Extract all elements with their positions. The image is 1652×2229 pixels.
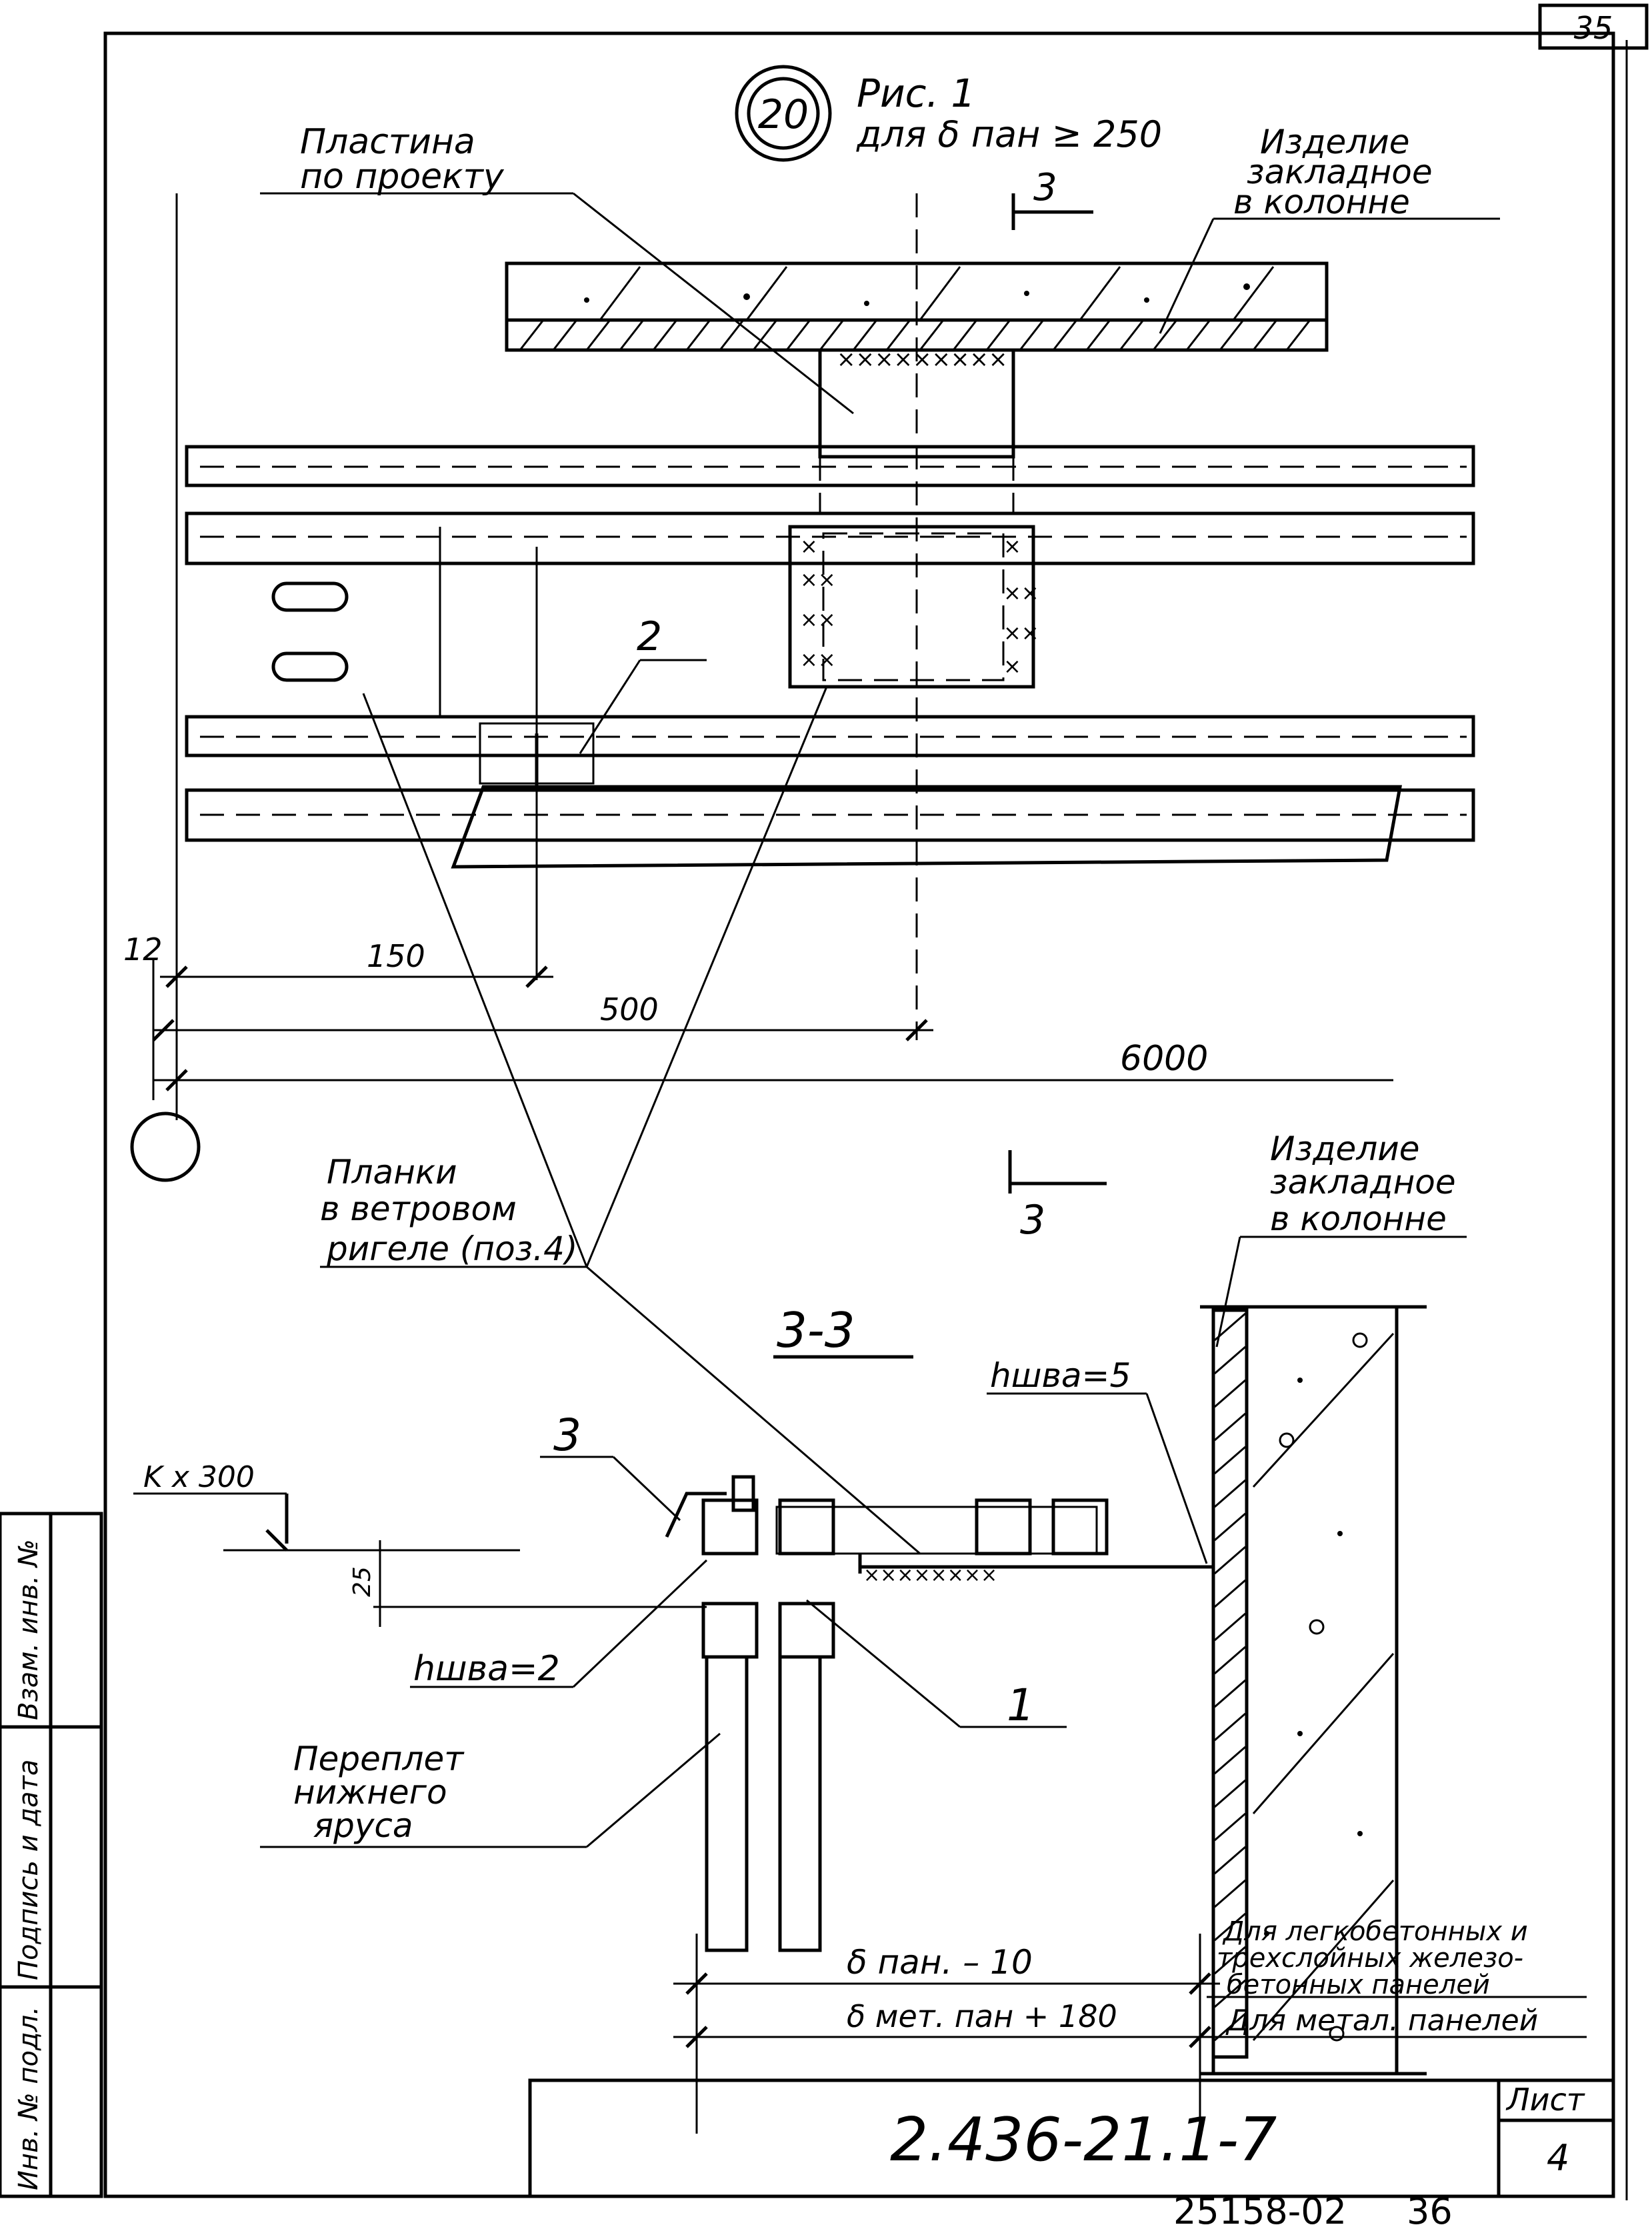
weld-5-label: hшва=5 bbox=[990, 1356, 1131, 1395]
kx300-label: K x 300 bbox=[143, 1460, 255, 1494]
embedded-top-line3: в колонне bbox=[1233, 183, 1410, 221]
embedded-top-leader bbox=[1159, 218, 1215, 334]
svg-text:×: × bbox=[1003, 653, 1021, 679]
section-profiles bbox=[701, 1498, 1109, 1952]
svg-text:××: ×× bbox=[1003, 620, 1039, 645]
note-light-line3: бетонных панелей bbox=[1227, 1970, 1490, 2000]
figure-condition: для δ пан ≥ 250 bbox=[856, 113, 1162, 155]
column-section bbox=[1200, 1305, 1427, 2076]
section-mark-mid-label: 3 bbox=[1020, 1197, 1045, 1244]
svg-text:×: × bbox=[1003, 533, 1021, 559]
side-stamp: Инв. № подл. Подпись и дата Взам. инв. № bbox=[0, 1512, 103, 2198]
note-metal: Для метал. панелей bbox=[1225, 2004, 1538, 2038]
svg-text:××: ×× bbox=[800, 607, 836, 632]
planki-leader-2 bbox=[585, 686, 828, 1268]
pereplet-line1: Переплет bbox=[293, 1740, 465, 1778]
dim-500: 500 bbox=[600, 991, 659, 1027]
sheet-label: Лист bbox=[1505, 2082, 1585, 2118]
transom-profiles bbox=[185, 445, 1475, 869]
slot-lower bbox=[271, 651, 349, 682]
planka-plan bbox=[788, 525, 1035, 689]
embedded-bottom-line1: Изделие bbox=[1270, 1130, 1420, 1168]
pereplet-line2: нижнего bbox=[293, 1773, 447, 1812]
svg-text:×: × bbox=[800, 533, 818, 559]
callout-2: 2 bbox=[637, 613, 662, 660]
svg-text:××: ×× bbox=[800, 647, 836, 672]
sheet-number: 4 bbox=[1547, 2137, 1569, 2179]
page-corner-number: 35 bbox=[1574, 10, 1613, 46]
mark-circle-inner bbox=[747, 77, 820, 150]
embedded-top-line1: Изделие bbox=[1260, 123, 1410, 161]
callout-3: 3 bbox=[553, 1410, 581, 1461]
section-title: 3-3 bbox=[777, 1302, 855, 1358]
dim-panel-light: δ пан. – 10 bbox=[847, 1943, 1033, 1982]
mark-number: 20 bbox=[758, 91, 809, 138]
figure-title: Рис. 1 bbox=[857, 71, 975, 116]
planki-line3: ригеле (поз.4) bbox=[326, 1230, 577, 1268]
footer-code: 25158-02 bbox=[1173, 2190, 1347, 2229]
pereplet-line3: яруса bbox=[313, 1806, 413, 1845]
dim-6000: 6000 bbox=[1120, 1039, 1208, 1079]
document-code: 2.436-21.1-7 bbox=[890, 2105, 1277, 2175]
slot-upper bbox=[271, 581, 349, 612]
dim-25: 25 bbox=[349, 1566, 376, 1597]
planki-leader-3 bbox=[586, 1266, 921, 1555]
weld-2-label: hшва=2 bbox=[413, 1649, 560, 1689]
dim-panel-metal: δ мет. пан + 180 bbox=[847, 1998, 1117, 2034]
note-light-line2: трехслойных железо- bbox=[1217, 1943, 1523, 1974]
page-corner-box bbox=[1538, 3, 1649, 50]
plate-label-line2: по проекту bbox=[300, 157, 505, 197]
svg-text:××: ×× bbox=[1003, 580, 1039, 605]
plate-label-line1: Пластина bbox=[300, 122, 475, 162]
dimension-lines bbox=[152, 960, 1393, 1100]
embedded-top-line2: закладное bbox=[1247, 153, 1433, 191]
embedded-bottom-leader bbox=[1215, 1236, 1241, 1348]
planki-leader-1 bbox=[362, 693, 588, 1268]
dim-150: 150 bbox=[367, 938, 425, 974]
dim-12: 12 bbox=[123, 931, 163, 967]
svg-text:××××××××: ×××××××× bbox=[863, 1564, 997, 1587]
lug-3 bbox=[665, 1492, 727, 1538]
svg-text:×××××××××: ××××××××× bbox=[837, 346, 1007, 373]
mark-circle-outer bbox=[735, 65, 832, 162]
embedded-bottom-line3: в колонне bbox=[1270, 1200, 1447, 1238]
stamp-replace-label: Взам. инв. № bbox=[13, 1539, 44, 1720]
svg-text:××: ×× bbox=[800, 567, 836, 592]
stamp-signature-label: Подпись и дата bbox=[13, 1760, 44, 1980]
plate-leader bbox=[573, 192, 854, 415]
embedded-bottom-line2: закладное bbox=[1270, 1163, 1456, 1202]
note-light-line1: Для легкобетонных и bbox=[1222, 1916, 1528, 1947]
planki-line2: в ветровом bbox=[320, 1190, 517, 1228]
planki-line1: Планки bbox=[327, 1153, 457, 1192]
footer-page: 36 bbox=[1407, 2190, 1453, 2229]
stamp-inv-label: Инв. № подл. bbox=[13, 2006, 44, 2190]
title-block bbox=[528, 2078, 1615, 2198]
axis-bubble bbox=[130, 1111, 201, 1182]
callout-1: 1 bbox=[1007, 1680, 1035, 1731]
section-mark-top-label: 3 bbox=[1033, 166, 1057, 209]
